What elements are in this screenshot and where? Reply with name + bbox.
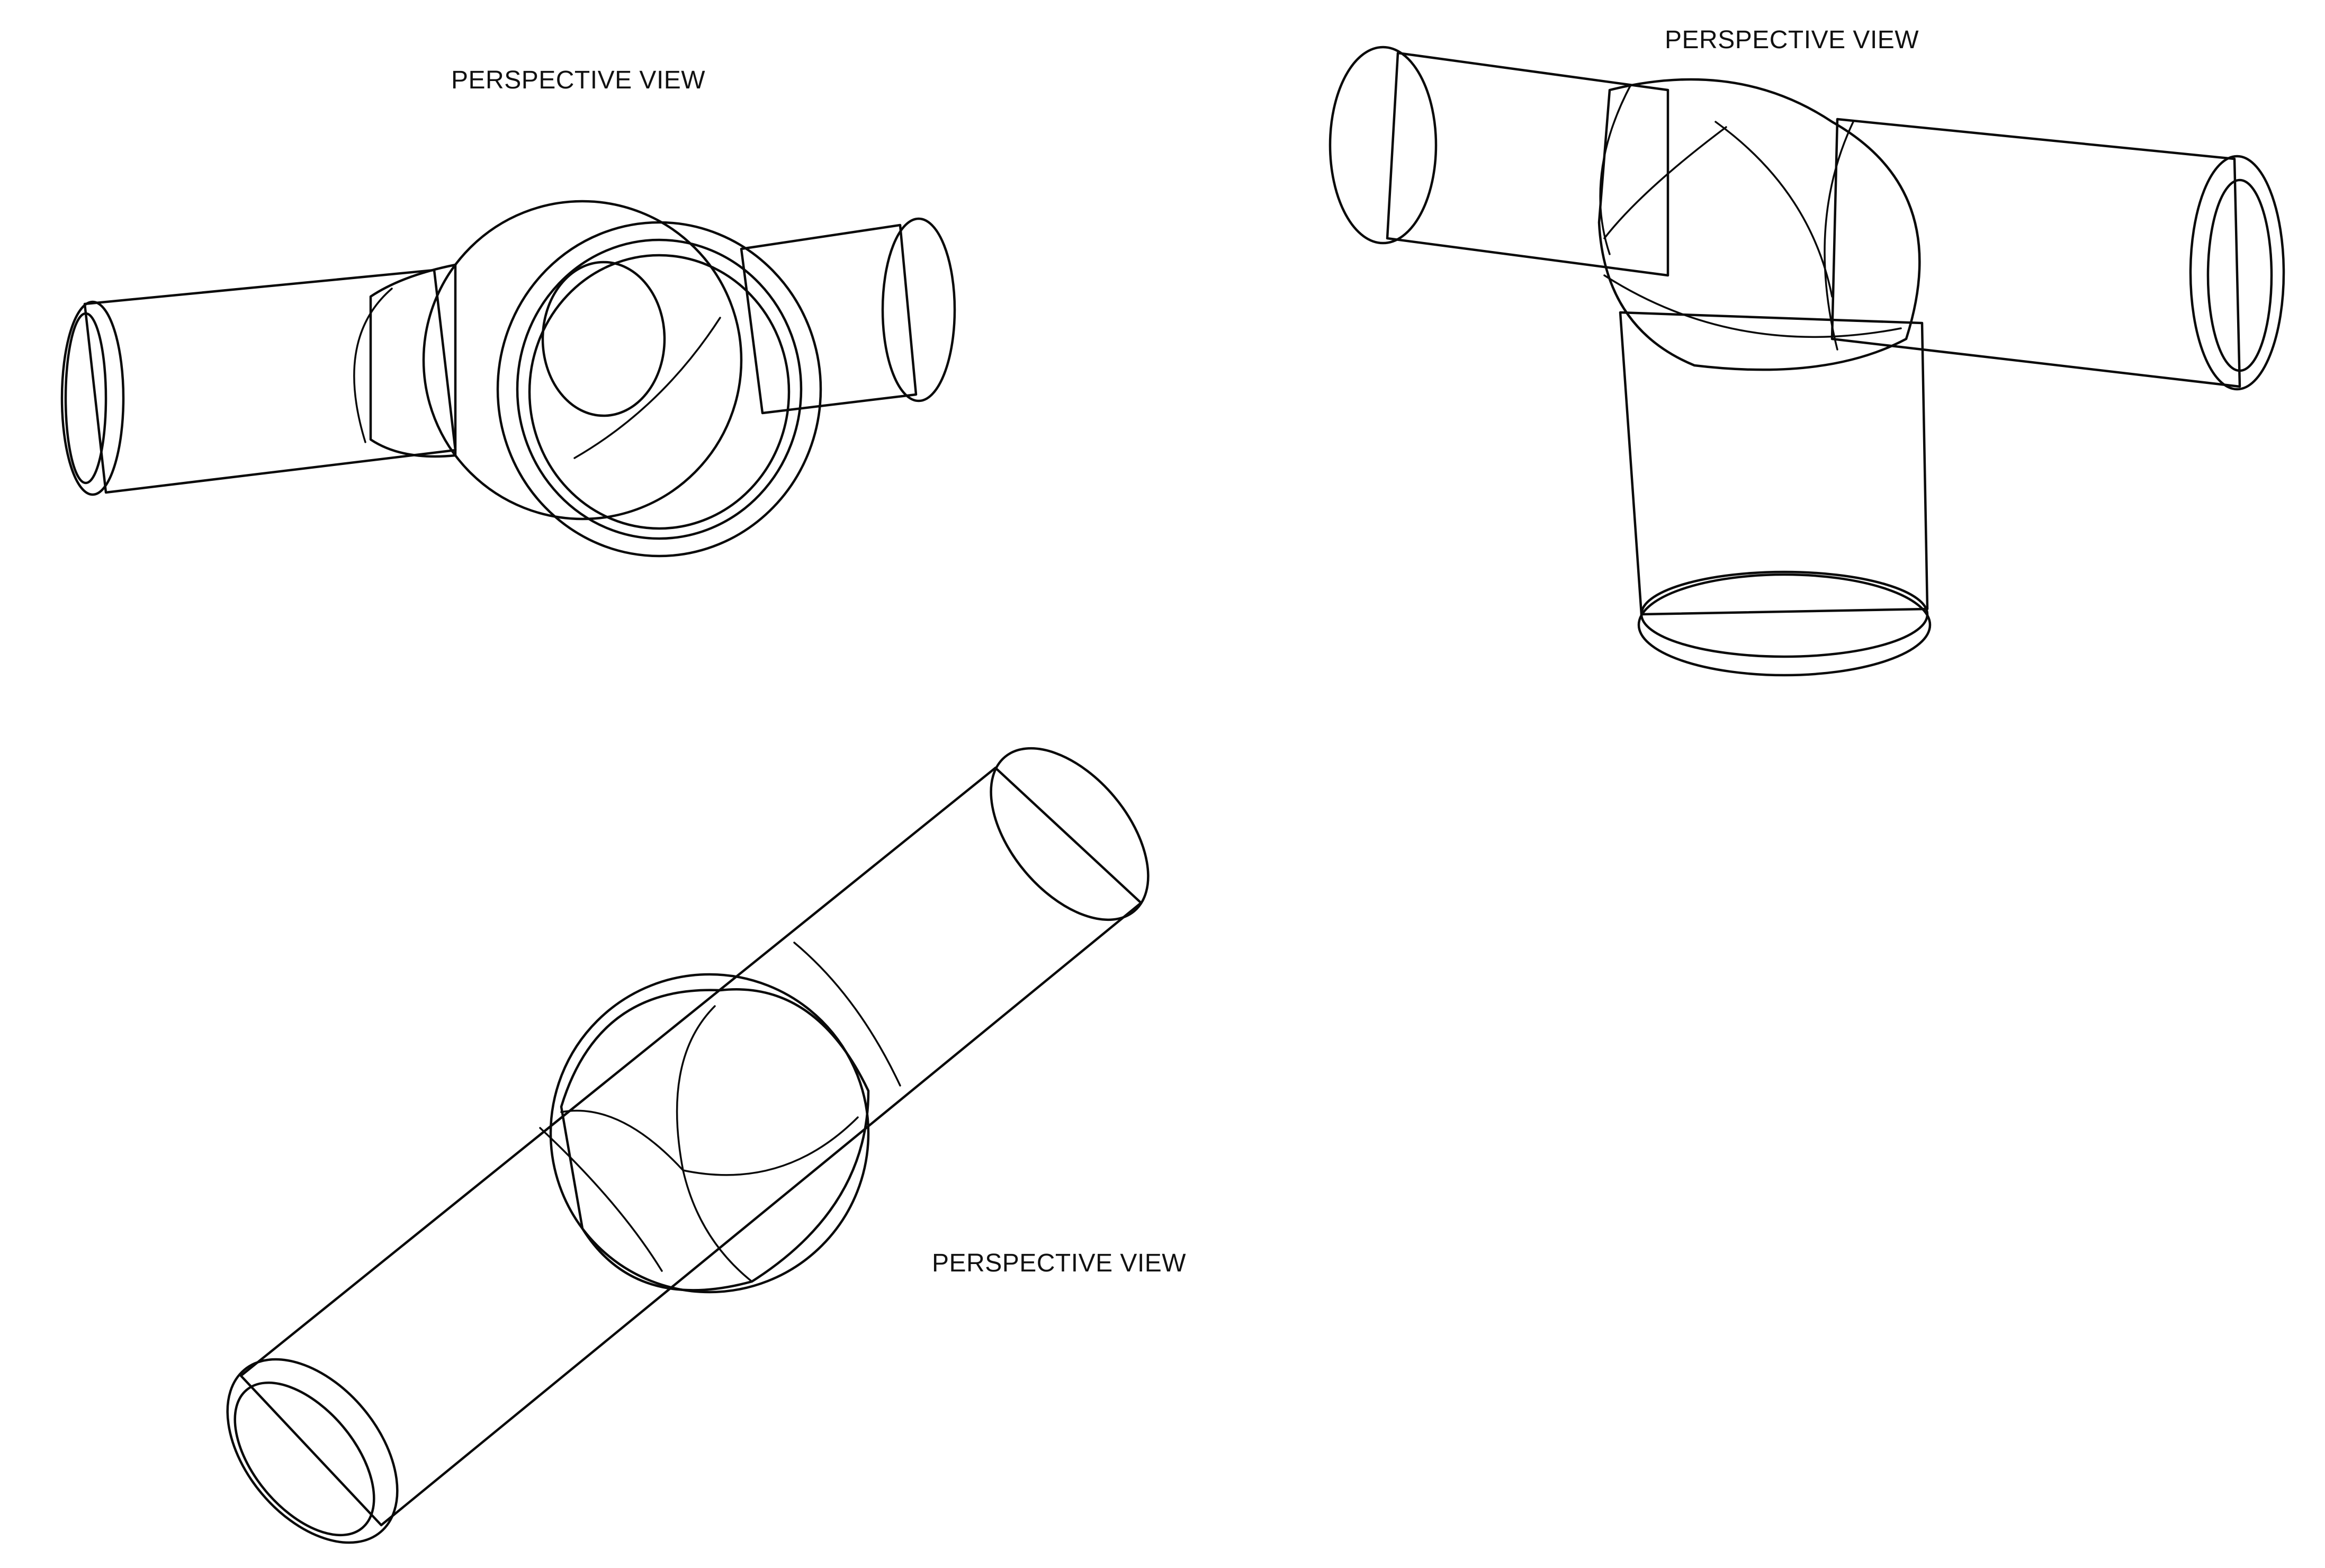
left-pipe-opening: [64, 312, 107, 485]
outlet-rim: [496, 221, 822, 558]
pipe-seam-lower: [539, 1127, 663, 1272]
perspective-view-2-model: [1328, 46, 2285, 677]
left-pipe-end-rim: [60, 300, 125, 496]
center-bulge: [560, 988, 870, 1292]
neck-seam: [353, 288, 393, 443]
bulge-seam-3: [682, 1116, 859, 1176]
right-pipe: [740, 223, 918, 415]
junction-bulb: [1597, 78, 1921, 371]
through-bore: [541, 261, 666, 417]
left-pipe: [83, 268, 457, 494]
run-right-opening: [2206, 178, 2273, 372]
view-label-1: PERSPECTIVE VIEW: [451, 66, 706, 94]
outlet-lip: [516, 238, 803, 540]
vertical-branch: [1619, 311, 1929, 616]
outlet-bore: [528, 254, 791, 530]
view-label-2: PERSPECTIVE VIEW: [1665, 26, 1919, 54]
run-pipe-right: [1830, 118, 2241, 388]
branch-bottom-face: [1640, 570, 1929, 658]
run-right-end-rim: [2189, 155, 2285, 391]
diagonal-pipe: [239, 766, 1143, 1527]
perspective-view-1-model: [60, 200, 956, 558]
center-neck: [369, 263, 457, 458]
rear-hub: [549, 973, 870, 1294]
run-left-end: [1328, 46, 1438, 245]
bulge-seam-2: [676, 1005, 716, 1171]
hub-body: [422, 200, 743, 521]
junction-seam-3: [1603, 274, 1902, 338]
branch-bottom-rim: [1637, 573, 1932, 677]
perspective-view-3-model: [226, 747, 1150, 1544]
junction-seam-1: [1599, 84, 1632, 255]
lower-end-opening: [234, 1381, 375, 1537]
lower-end-rim: [226, 1358, 399, 1544]
run-pipe-left: [1386, 51, 1669, 277]
right-pipe-end-rim: [881, 217, 956, 402]
upper-end-rim: [990, 747, 1150, 921]
junction-seam-5: [1603, 126, 1727, 239]
bore-seam: [573, 317, 721, 459]
pipe-seam-upper: [793, 942, 901, 1087]
bulge-seam-1: [560, 1109, 684, 1171]
view-label-3: PERSPECTIVE VIEW: [932, 1249, 1187, 1277]
junction-seam-4: [1714, 121, 1833, 298]
junction-seam-2: [1824, 121, 1854, 351]
bulge-seam-4: [682, 1169, 753, 1283]
